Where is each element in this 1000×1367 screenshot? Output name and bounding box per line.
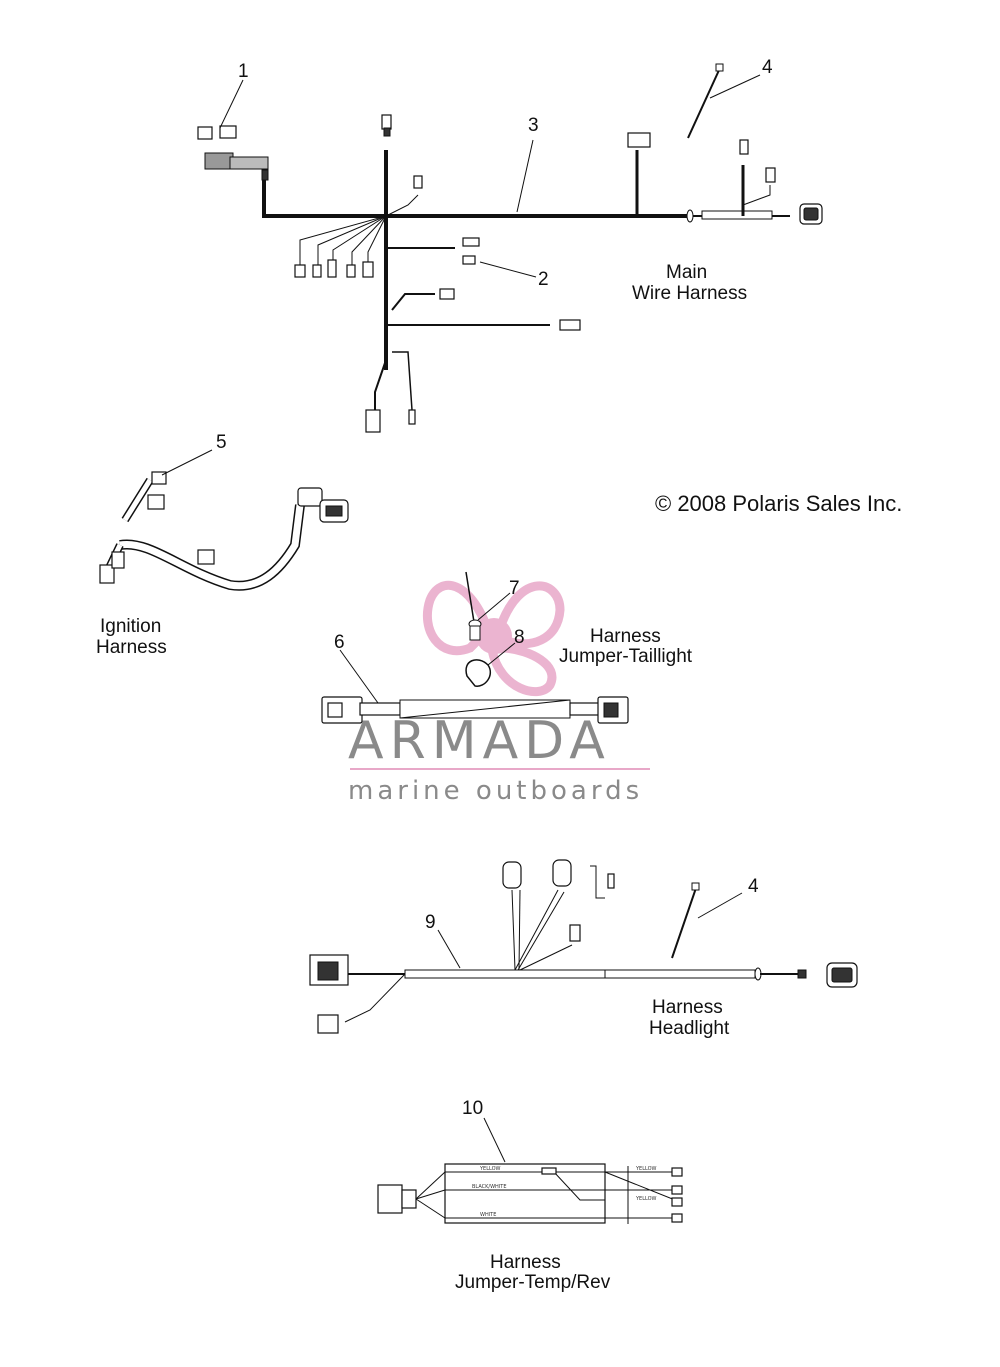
callout-10: 10 [462, 1098, 483, 1119]
callout-7: 7 [509, 578, 520, 599]
wire-label-yellow-r2: YELLOW [635, 1196, 657, 1202]
wire-label-yellow-r1: YELLOW [635, 1166, 657, 1172]
ignition-label-1: Ignition [100, 616, 161, 637]
taillight-jumper-harness [321, 571, 629, 724]
callout-6: 6 [334, 632, 345, 653]
callout-8: 8 [514, 627, 525, 648]
copyright-notice: © 2008 Polaris Sales Inc. [655, 491, 902, 516]
callout-4-top: 4 [762, 57, 773, 78]
taillight-label-1: Harness [590, 626, 661, 647]
taillight-label-2: Jumper-Taillight [559, 646, 693, 667]
propeller-logo [422, 580, 565, 697]
main-wire-harness [197, 63, 823, 433]
headlight-label-1: Harness [652, 997, 723, 1018]
headlight-label-2: Headlight [649, 1018, 730, 1039]
main-harness-label-2: Wire Harness [632, 283, 747, 304]
temprev-label-2: Jumper-Temp/Rev [455, 1272, 611, 1293]
headlight-harness [309, 859, 858, 1034]
part-4-cable-tie [687, 67, 721, 139]
callout-5: 5 [216, 432, 227, 453]
callout-9: 9 [425, 912, 436, 933]
main-harness-label-1: Main [666, 262, 707, 283]
callout-4-bottom: 4 [748, 876, 759, 897]
callout-2: 2 [538, 269, 549, 290]
callout-1: 1 [238, 61, 249, 82]
callout-3: 3 [528, 115, 539, 136]
temprev-label-1: Harness [490, 1252, 561, 1273]
part-1-relay [197, 125, 269, 181]
temp-rev-jumper-harness: YELLOW BLACK/WHITE WHITE YELLOW YELLOW [377, 1163, 683, 1224]
watermark-brand: ARMADA [348, 711, 611, 771]
wire-label-white: WHITE [480, 1212, 496, 1218]
ignition-label-2: Harness [96, 637, 167, 658]
wire-label-black-white: BLACK/WHITE [472, 1184, 507, 1190]
armada-watermark: ARMADA marine outboards [348, 580, 650, 806]
watermark-tagline: marine outboards [348, 776, 643, 806]
wire-label-yellow: YELLOW [479, 1166, 501, 1172]
ignition-harness [99, 471, 349, 591]
